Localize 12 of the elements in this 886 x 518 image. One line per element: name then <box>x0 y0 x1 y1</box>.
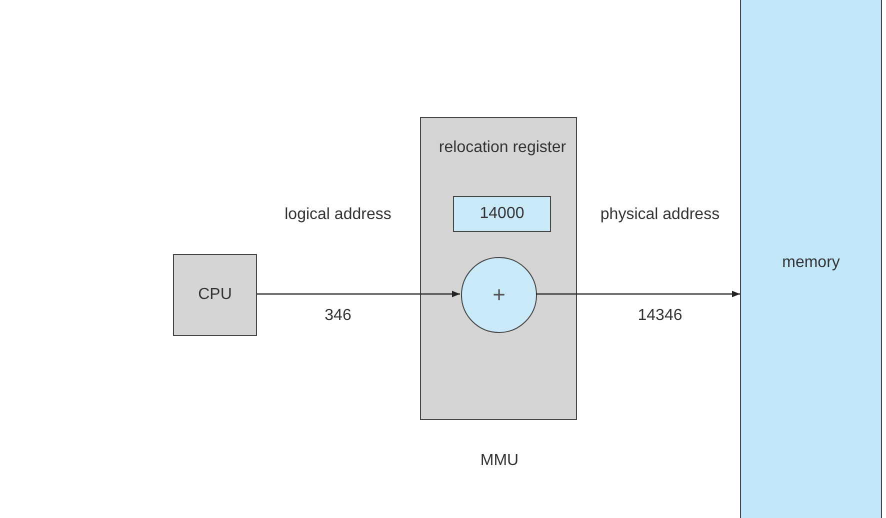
unit-label: MMU <box>479 451 520 471</box>
address-value: 14346 <box>636 306 684 326</box>
box-label: CPU <box>197 286 233 304</box>
process-box <box>173 254 257 336</box>
arrow <box>536 290 740 298</box>
memory-box <box>740 0 882 518</box>
arrow <box>257 290 460 298</box>
register-label: relocation register <box>438 138 568 158</box>
box-label: memory <box>781 254 841 272</box>
box-label: 14000 <box>478 205 526 223</box>
plus-sign: + <box>492 282 506 308</box>
address-value: 346 <box>324 306 352 326</box>
